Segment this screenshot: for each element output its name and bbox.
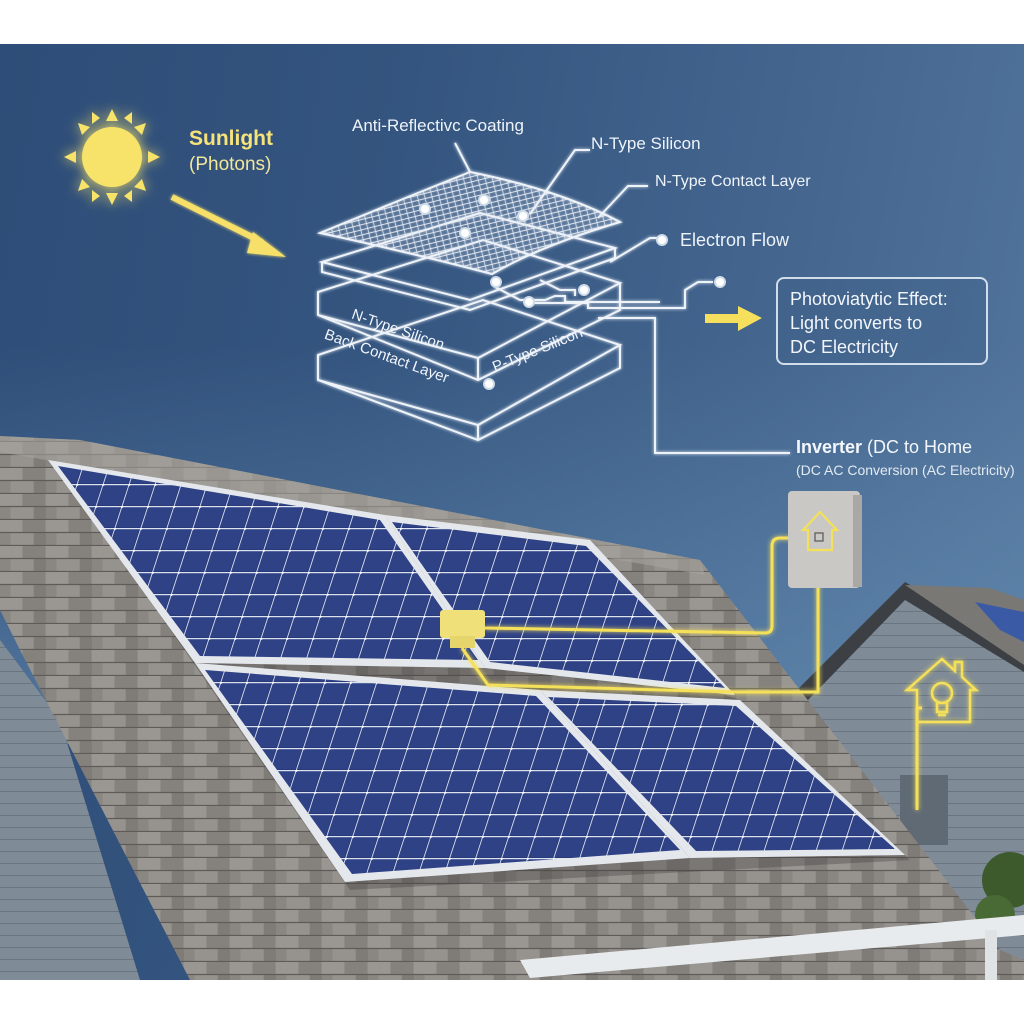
label-n-type-silicon-top: N-Type Silicon bbox=[591, 134, 701, 153]
label-electron-flow: Electron Flow bbox=[680, 230, 790, 250]
rooftop-scene bbox=[0, 436, 1024, 980]
lightbulb-house-icon bbox=[903, 657, 980, 724]
inverter-title-bold: Inverter bbox=[796, 437, 863, 457]
label-n-type-contact-layer: N-Type Contact Layer bbox=[655, 173, 811, 190]
inverter-title-rest: (DC to Home bbox=[862, 437, 973, 457]
gutter bbox=[520, 915, 1024, 978]
anti-reflective-mesh bbox=[316, 170, 623, 276]
label-anti-reflective-coating: Anti-Reflectivc Coating bbox=[352, 116, 524, 135]
junction-box bbox=[440, 610, 485, 638]
sunlight-title: Sunlight bbox=[189, 127, 273, 150]
cell-layer-diagram bbox=[64, 109, 790, 454]
photovoltaic-effect-box: Photoviatytic Effect: Light converts to … bbox=[776, 277, 988, 365]
sunlight-arrow-icon bbox=[170, 194, 286, 257]
electron-dots bbox=[419, 194, 726, 390]
sunlight-subtitle: (Photons) bbox=[189, 154, 272, 175]
solar-illustration: Sunlight (Photons) Anti-Reflectivc Coati… bbox=[0, 44, 1024, 980]
back-contact-slab bbox=[317, 298, 623, 427]
home-icon bbox=[800, 510, 840, 552]
pv-line-1: Photoviatytic Effect: bbox=[790, 289, 948, 309]
sun-icon bbox=[64, 109, 160, 205]
pv-arrow-icon bbox=[705, 306, 762, 331]
pv-line-2: Light converts to bbox=[790, 313, 923, 333]
pv-line-3: DC Electricity bbox=[790, 337, 899, 357]
inverter-subtitle: (DC AC Conversion (AC Electricity) bbox=[796, 462, 1015, 478]
inverter-title: Inverter (DC to Home bbox=[796, 437, 972, 458]
inverter-box bbox=[788, 491, 862, 588]
solar-panel-array bbox=[48, 460, 905, 882]
house-siding bbox=[0, 640, 140, 980]
